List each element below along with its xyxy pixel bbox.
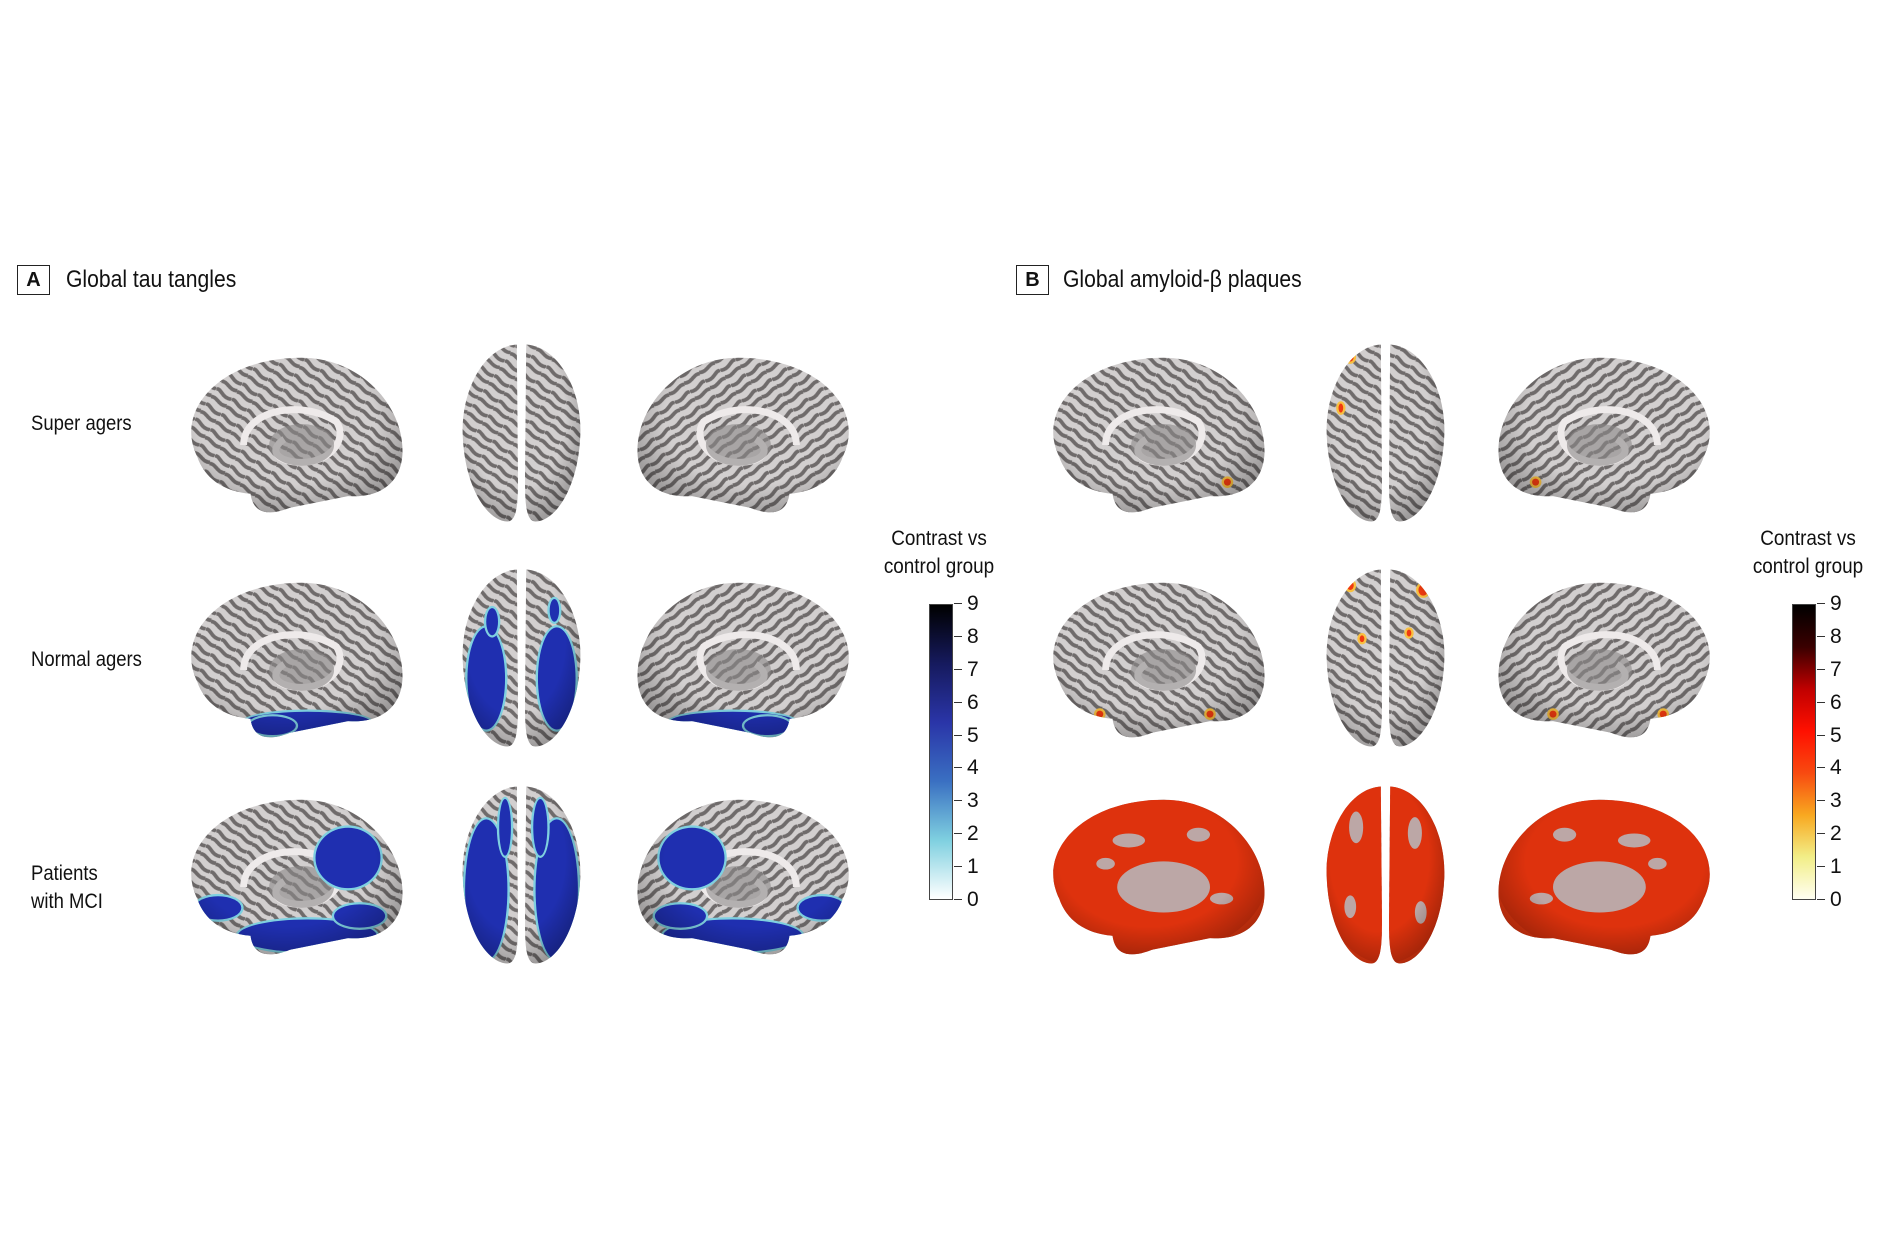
brain-medial-left-view (1053, 582, 1265, 738)
colorbar-tick-label: 4 (954, 756, 979, 780)
panel-b-title: Global amyloid-β plaques (1063, 266, 1302, 293)
brain-medial-left-view (191, 582, 403, 738)
colorbar-tick-label: 9 (1817, 592, 1842, 615)
surface-shading (1326, 344, 1445, 522)
colorbar-b (1792, 604, 1816, 900)
surface-shading (1326, 569, 1445, 747)
surface-shading (637, 357, 849, 513)
brain-medial-right-view (1498, 582, 1710, 738)
brain-medial-right-view (1498, 799, 1710, 955)
colorbar-tick-label: 0 (1817, 888, 1842, 911)
row-label-super-agers: Super agers (31, 412, 132, 435)
colorbar-tick-label: 5 (1817, 723, 1842, 747)
colorbar-a (929, 604, 953, 900)
colorbar-tick-label: 9 (954, 592, 979, 615)
brain-medial-right-view (637, 357, 849, 513)
brain-dorsal-view (462, 786, 581, 964)
row-label-normal-agers: Normal agers (31, 648, 142, 671)
brain-medial-left-view (1053, 799, 1265, 955)
brain-medial-left-view (191, 799, 403, 955)
colorbar-tick-label: 1 (954, 855, 979, 879)
colorbar-tick-label: 6 (954, 690, 979, 714)
surface-shading (191, 799, 403, 955)
row-label-patients-mci: Patients with MCI (31, 862, 103, 913)
colorbar-tick-label: 2 (1817, 822, 1842, 846)
colorbar-tick-label: 3 (1817, 789, 1842, 813)
brain-dorsal-view (1326, 569, 1445, 747)
brain-medial-left-view (1053, 357, 1265, 513)
brain-dorsal-view (1326, 344, 1445, 522)
brain-medial-right-view (1498, 357, 1710, 513)
brain-medial-right-view (637, 582, 849, 738)
brain-medial-left-view (191, 357, 403, 513)
colorbar-tick-label: 0 (954, 888, 979, 911)
surface-shading (1053, 799, 1265, 955)
colorbar-tick-label: 8 (1817, 624, 1842, 648)
colorbar-tick-label: 4 (1817, 756, 1842, 780)
panel-a-title: Global tau tangles (66, 266, 237, 293)
surface-shading (1053, 357, 1265, 513)
brain-dorsal-view (462, 344, 581, 522)
surface-shading (1498, 799, 1710, 955)
colorbar-tick-label: 6 (1817, 690, 1842, 714)
colorbar-tick-label: 7 (1817, 657, 1842, 681)
surface-shading (191, 357, 403, 513)
surface-shading (1326, 786, 1445, 964)
colorbar-a-title: Contrast vs control group (883, 527, 995, 578)
colorbar-tick-label: 7 (954, 657, 979, 681)
colorbar-tick-label: 2 (954, 822, 979, 846)
surface-shading (637, 582, 849, 738)
colorbar-tick-label: 1 (1817, 855, 1842, 879)
brain-medial-right-view (637, 799, 849, 955)
colorbar-tick-label: 8 (954, 624, 979, 648)
colorbar-tick-label: 5 (954, 723, 979, 747)
panel-a-letter: A (17, 265, 50, 295)
panel-b-letter: B (1016, 265, 1049, 295)
surface-shading (1498, 357, 1710, 513)
surface-shading (1498, 582, 1710, 738)
surface-shading (191, 582, 403, 738)
colorbar-tick-label: 3 (954, 789, 979, 813)
surface-shading (637, 799, 849, 955)
surface-shading (462, 569, 581, 747)
colorbar-b-title: Contrast vs control group (1752, 527, 1864, 578)
surface-shading (462, 786, 581, 964)
surface-shading (462, 344, 581, 522)
brain-dorsal-view (462, 569, 581, 747)
surface-shading (1053, 582, 1265, 738)
